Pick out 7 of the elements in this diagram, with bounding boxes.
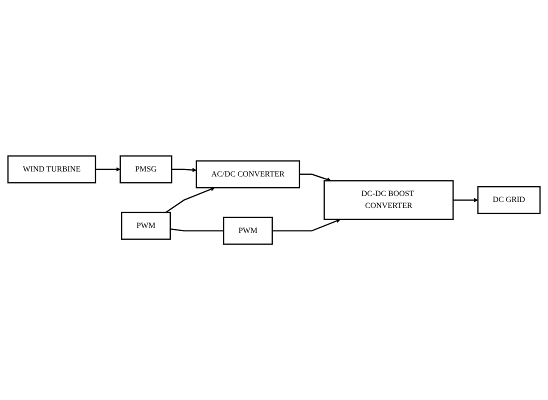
arrow [299, 174, 332, 182]
arrow [272, 218, 341, 232]
arrow [96, 167, 120, 172]
arrow [172, 168, 197, 172]
arrow [453, 198, 478, 202]
connector [170, 228, 224, 232]
arrow [165, 187, 215, 213]
